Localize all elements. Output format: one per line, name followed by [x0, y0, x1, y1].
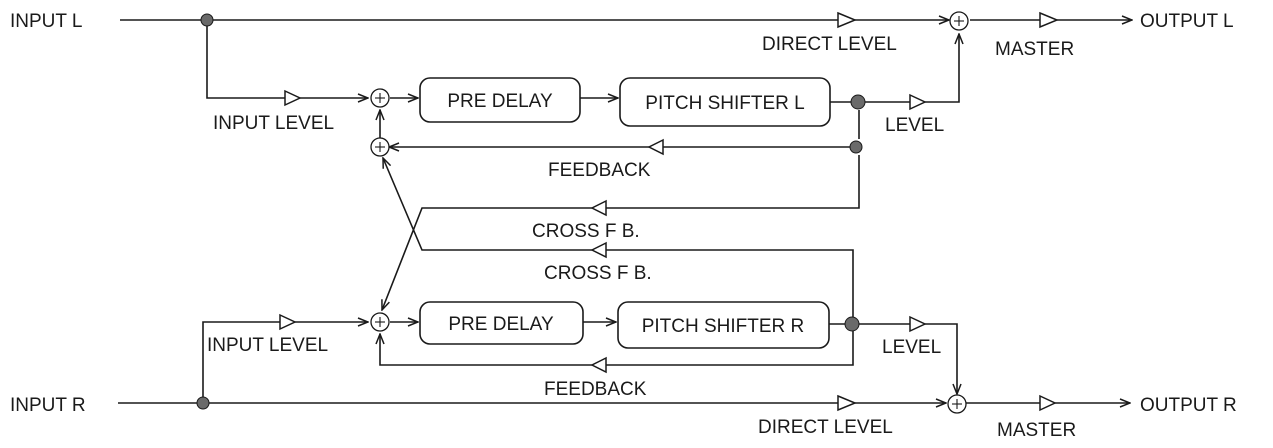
pre-delay-r-label: PRE DELAY: [448, 314, 554, 335]
input-r-branch-line: [202, 321, 280, 403]
feedback-r-line-right: [606, 330, 854, 366]
input-sum-l-junction: [370, 88, 390, 108]
master-r-label: MASTER: [997, 420, 1076, 441]
pitch-shifter-r-label: PITCH SHIFTER R: [642, 316, 805, 337]
input-l-label: INPUT L: [10, 11, 83, 32]
cross-fb-l-to-r-line-2: [382, 207, 592, 310]
level-l-to-output-line: [925, 34, 959, 103]
input-l-tap-node: [200, 13, 214, 27]
input-level-l-label: INPUT LEVEL: [213, 113, 334, 134]
master-l-label: MASTER: [995, 39, 1074, 60]
feedback-l-amp: [647, 138, 664, 156]
feedback-l-label: FEEDBACK: [548, 160, 651, 181]
level-r-amp: [909, 315, 927, 333]
pre-delay-r-block: PRE DELAY: [419, 301, 584, 345]
cross-fb-lower-amp: [590, 241, 607, 259]
input-l-branch-line: [206, 20, 285, 99]
pitch-shifter-l-label: PITCH SHIFTER L: [645, 93, 804, 114]
feedback-r-amp: [590, 356, 607, 374]
input-level-l-amp: [284, 89, 302, 107]
master-l-amp: [1039, 11, 1059, 29]
cross-fb-r-to-l-line-2: [383, 158, 592, 251]
pitch-shifter-r-block: PITCH SHIFTER R: [617, 301, 830, 349]
output-r-label: OUTPUT R: [1140, 395, 1237, 416]
input-level-r-label: INPUT LEVEL: [207, 335, 328, 356]
level-l-amp: [909, 93, 927, 111]
cross-fb-upper-amp: [590, 199, 607, 217]
output-l-label: OUTPUT L: [1140, 11, 1234, 32]
feedback-l-tap-node: [849, 140, 863, 154]
cross-fb-l-to-r-line: [606, 155, 860, 209]
level-l-label: LEVEL: [885, 115, 944, 136]
input-r-tap-node: [196, 396, 210, 410]
pitch-l-tap-node: [850, 94, 866, 110]
direct-level-l-label: DIRECT LEVEL: [762, 34, 897, 55]
direct-level-l-amp: [837, 11, 857, 29]
cross-fb-upper-label: CROSS F B.: [532, 221, 640, 242]
master-r-amp: [1039, 394, 1057, 412]
pitch-r-tap-node: [844, 316, 860, 332]
input-r-label: INPUT R: [10, 395, 86, 416]
level-r-label: LEVEL: [882, 337, 941, 358]
cross-fb-lower-label: CROSS F B.: [544, 263, 652, 284]
pitch-shifter-l-block: PITCH SHIFTER L: [619, 77, 831, 127]
cross-fb-r-to-l-line: [606, 249, 854, 323]
feedback-sum-l-junction: [370, 137, 390, 157]
pre-delay-l-block: PRE DELAY: [419, 77, 581, 123]
feedback-r-line-left: [380, 334, 592, 366]
input-sum-r-junction: [370, 312, 390, 332]
pre-delay-l-label: PRE DELAY: [447, 91, 553, 112]
level-r-to-output-line: [925, 323, 957, 394]
input-level-r-amp: [279, 313, 297, 331]
feedback-r-label: FEEDBACK: [544, 379, 647, 400]
output-sum-r-junction: [947, 394, 967, 414]
output-sum-l-junction: [949, 11, 969, 31]
direct-level-r-amp: [837, 394, 857, 412]
direct-level-r-label: DIRECT LEVEL: [758, 417, 893, 438]
